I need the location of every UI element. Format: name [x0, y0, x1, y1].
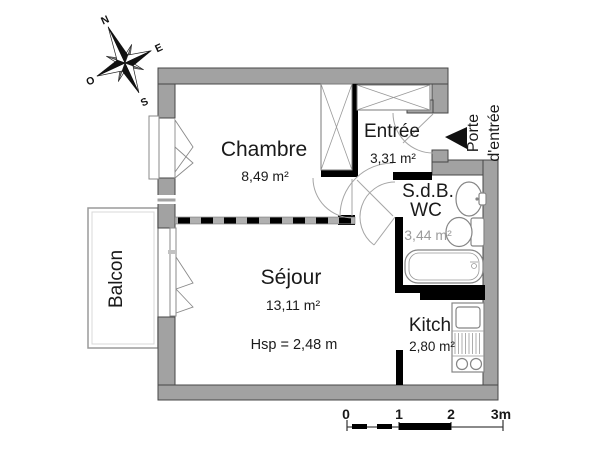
wall-kitchen-north [395, 285, 485, 293]
cooktop-burner-icon [455, 357, 469, 371]
window-chambre [148, 115, 194, 180]
compass-east-label: E [153, 41, 164, 55]
wall-notch-tick [157, 198, 176, 202]
wall-top [157, 67, 449, 85]
entry-door-label-line1: Porte [465, 114, 482, 152]
cooktop-burner-icon [469, 357, 483, 371]
scale-bar: 0 1 2 3m [342, 406, 511, 431]
kitchen-drainer-hatch [454, 333, 480, 354]
area-sdb: 3,44 m² [404, 227, 452, 243]
label-sejour: Séjour [261, 266, 322, 289]
wall-closet-cap [321, 170, 358, 177]
scale-label-2: 2 [447, 406, 455, 422]
area-kitchen: 2,80 m² [409, 339, 455, 354]
entry-door-label-line2: d'entrée [486, 104, 503, 161]
wall-sdb-north [393, 172, 432, 180]
door-corridor [339, 162, 394, 217]
toilet-icon [445, 216, 485, 248]
label-entree: Entrée [364, 121, 420, 142]
wall-kitchen-north-step [420, 293, 485, 300]
closet-chambre [320, 83, 353, 171]
area-chambre: 8,49 m² [241, 168, 289, 184]
wall-bottom [157, 384, 499, 401]
window-sejour-balcony [168, 227, 194, 317]
label-sdb: S.d.B. [402, 181, 454, 202]
window-mark [168, 250, 177, 254]
ceiling-height-label: Hsp = 2,48 m [251, 337, 338, 353]
outer-walls [157, 67, 499, 401]
area-sejour: 13,11 m² [266, 297, 321, 313]
balcony-outline [87, 207, 159, 349]
area-entree: 3,31 m² [370, 151, 416, 166]
scale-label-0: 0 [342, 406, 350, 422]
compass-north-label: N [99, 13, 111, 27]
compass-rose-icon: N E S O [84, 13, 164, 110]
label-kitchen: Kitch [409, 315, 451, 336]
door-sdb [359, 181, 396, 246]
compass-south-label: S [139, 96, 150, 110]
door-chambre [312, 177, 354, 219]
door-entry [392, 112, 434, 154]
kitchen-counter [451, 302, 485, 373]
entry-arrow-icon [445, 127, 467, 149]
wall-entree-right-lower [431, 149, 449, 163]
closet-entree [356, 84, 431, 111]
label-wc: WC [410, 200, 442, 221]
wall-entree-right-upper [431, 83, 449, 114]
label-chambre: Chambre [221, 138, 307, 161]
wall-sdb-top [431, 159, 484, 176]
wall-left-upper [157, 83, 176, 119]
wall-kitchen-west-stub [396, 350, 403, 385]
kitchen-sink-icon [455, 306, 481, 329]
scale-label-3m: 3m [491, 406, 511, 422]
wall-closet-side [352, 84, 358, 176]
partition-dashed-wall [174, 216, 356, 225]
sink-icon [455, 181, 487, 217]
wall-left-lower [157, 316, 176, 386]
wall-sdb-west [395, 217, 403, 290]
scale-label-1: 1 [395, 406, 403, 422]
bathtub-icon [404, 249, 484, 284]
label-balcon: Balcon [106, 250, 127, 308]
